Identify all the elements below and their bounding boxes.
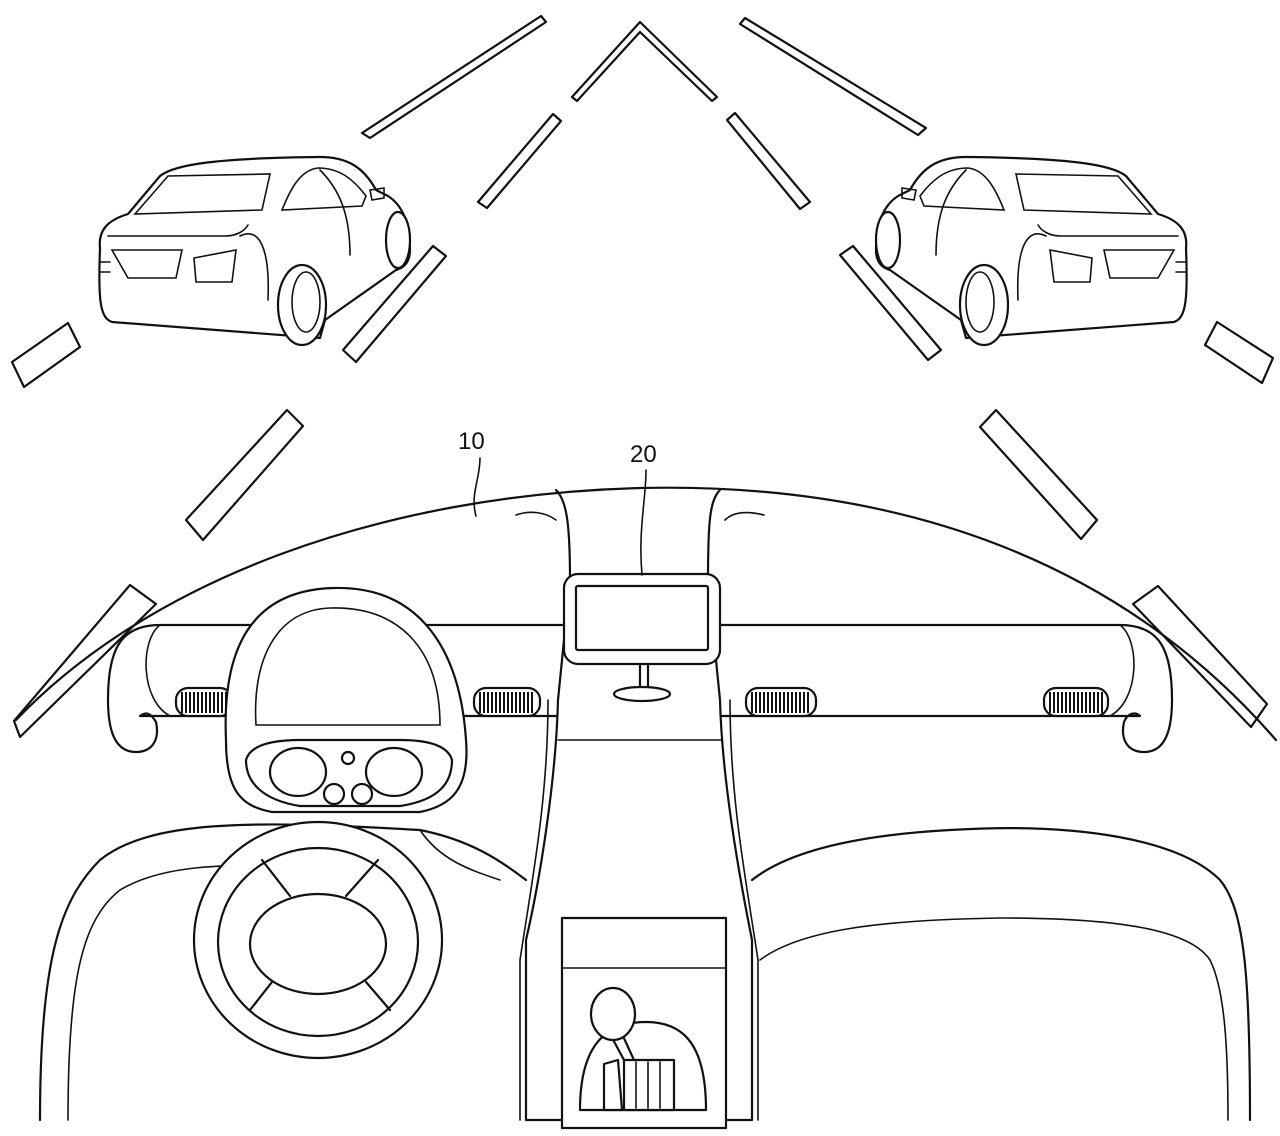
reference-labels: 10 20	[458, 428, 657, 576]
lane-marking	[1203, 320, 1275, 385]
steering-wheel	[192, 820, 444, 1060]
lane-marking	[1131, 584, 1269, 729]
left-car	[98, 155, 412, 347]
windshield-frame	[14, 486, 1278, 742]
leader-dashboard	[473, 457, 481, 517]
lane-marking	[570, 20, 719, 103]
lower-dashboard	[38, 823, 1252, 1122]
lane-marking	[476, 112, 563, 210]
lane-marking	[12, 583, 158, 739]
gear-shifter	[560, 916, 728, 1130]
lane-marking	[978, 408, 1099, 541]
road-lane-markings	[10, 14, 1275, 739]
lane-marking	[341, 244, 448, 364]
instrument-cluster	[224, 586, 468, 814]
lane-marking	[184, 408, 305, 542]
lane-marking	[838, 244, 943, 362]
label-dashboard: 10	[458, 428, 485, 455]
right-car	[874, 155, 1188, 347]
lane-marking	[725, 111, 812, 211]
label-display: 20	[630, 441, 657, 468]
air-vent	[174, 686, 234, 718]
center-display	[562, 572, 722, 703]
air-vents	[174, 686, 1110, 718]
lane-marking	[10, 321, 82, 389]
lane-marking	[360, 14, 548, 140]
leader-display	[640, 469, 647, 576]
air-vent	[1042, 686, 1110, 718]
lane-marking	[738, 16, 928, 137]
